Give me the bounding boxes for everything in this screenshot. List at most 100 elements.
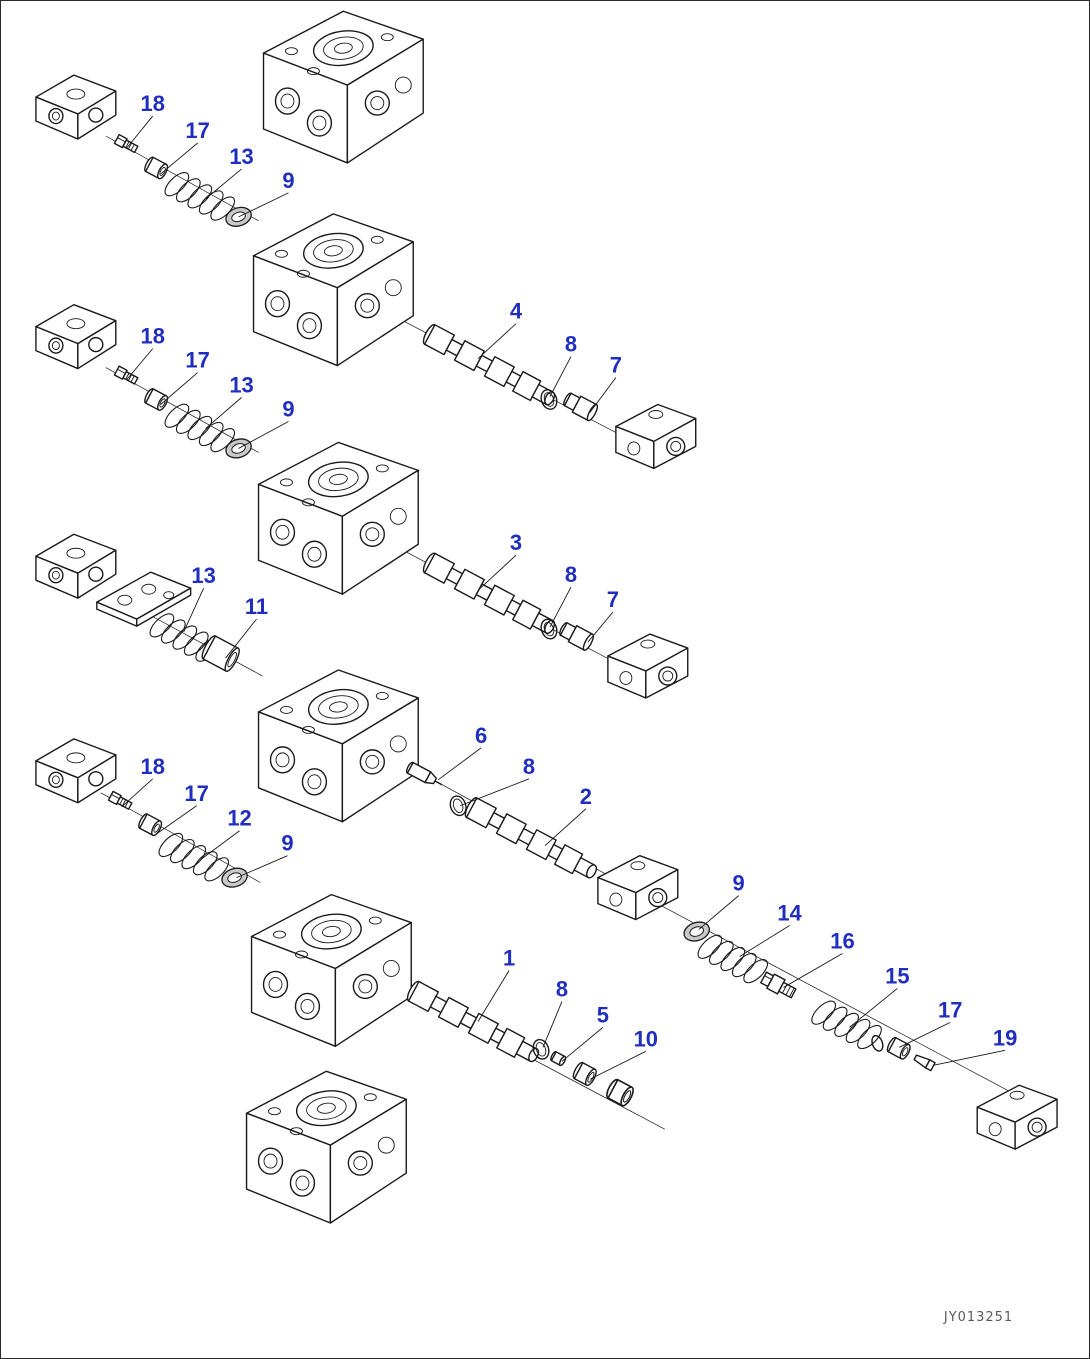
leader-line-10-26 [589,1050,647,1080]
end-cover-block-4 [976,1084,1058,1150]
leader-line-3-11 [477,554,517,591]
callout-leader-lines [121,115,1006,1080]
pilot-valve-6 [404,760,446,791]
callout-18-7: 18 [141,324,165,349]
leader-line-2-22 [544,808,587,847]
leader-line-11-15 [225,618,257,659]
callout-19-32: 19 [993,1025,1017,1050]
leader-line-9-10 [238,421,289,449]
plug-7b [556,619,596,653]
end-cover-block-2 [607,633,689,699]
left-manifold-blocks [35,74,192,804]
callout-18-16: 18 [141,754,165,779]
callout-3-11: 3 [510,530,522,555]
spool-3 [420,550,559,640]
valve-block-section-5 [250,893,412,1048]
callout-17-1: 17 [185,118,209,143]
plug-7a [560,389,600,423]
callout-13-2: 13 [229,144,253,169]
leader-line-17-1 [160,142,198,175]
callout-6-20: 6 [475,723,487,748]
leader-line-1-23 [477,970,510,1022]
callout-8-21: 8 [523,754,535,779]
leader-line-8-5 [549,356,572,397]
callout-10-26: 10 [634,1026,658,1051]
callout-7-6: 7 [610,353,622,378]
callout-9-27: 9 [733,871,745,896]
washer-15 [869,1033,886,1054]
end-cover-block-1 [615,403,697,470]
callout-1-23: 1 [503,945,515,970]
leader-line-8-21 [459,778,530,807]
leader-line-19-32 [933,1049,1006,1066]
leader-line-9-19 [236,855,288,879]
callout-2-22: 2 [580,784,592,809]
spool-row-1 [404,979,637,1109]
leader-line-9-3 [238,192,289,218]
valve-block-section-6 [245,1070,407,1224]
callout-8-24: 8 [556,976,568,1001]
leader-line-17-17 [156,805,197,835]
leader-line-4-4 [477,323,517,359]
callout-4-4: 4 [510,299,523,324]
drawing-number: JY013251 [943,1310,1013,1325]
callout-8-12: 8 [565,562,577,587]
callout-9-3: 9 [282,168,294,193]
spool-1 [404,979,544,1068]
end-cover-block-3 [597,854,679,921]
leader-line-12-18 [200,830,240,861]
leader-line-5-25 [561,1027,604,1062]
pin-19 [912,1052,936,1072]
left-manifold-block-1 [35,74,117,140]
valve-block-section-1 [262,10,424,164]
callout-14-28: 14 [777,901,802,926]
cap-10b [603,1077,637,1109]
callout-16-29: 16 [830,929,854,954]
callout-13-14: 13 [191,563,215,588]
callout-12-18: 12 [227,806,251,831]
spring-bushing-group-c [143,605,243,674]
valve-block-section-3 [257,441,419,595]
callout-9-19: 9 [281,831,293,856]
leader-line-15-30 [849,988,898,1028]
callout-17-31: 17 [938,997,962,1022]
relief-valve-chain [680,918,936,1072]
leader-line-17-8 [160,372,198,405]
gasket-plate [96,571,192,627]
valve-block-section-4 [257,669,419,823]
spool-4 [420,322,559,411]
leader-line-17-31 [899,1021,951,1048]
left-manifold-block-3 [35,533,117,599]
callout-8-5: 8 [565,332,577,357]
callout-13-9: 13 [229,373,253,398]
callout-5-25: 5 [597,1002,609,1027]
leader-line-13-9 [205,397,242,429]
leader-line-13-2 [205,168,242,200]
callout-7-13: 7 [607,587,619,612]
leader-line-8-12 [549,586,572,628]
valve-body-sections [245,10,424,1224]
left-manifold-block-4 [35,738,117,804]
spool-2 [462,795,601,884]
leader-line-7-6 [589,377,617,413]
cap-17r [884,1035,913,1062]
leader-line-6-20 [437,747,482,781]
callout-11-15: 11 [245,594,268,619]
plug-5 [548,1050,568,1067]
leader-line-16-29 [783,953,843,988]
spring-15 [805,992,888,1058]
leader-line-18-16 [121,778,154,808]
leader-line-8-24 [542,1001,563,1048]
leader-line-18-7 [126,348,154,380]
callout-labels: 1817139487181713938713111817129682185109… [141,91,1018,1051]
leader-line-13-14 [183,587,205,633]
callout-9-10: 9 [282,396,294,421]
callout-17-8: 17 [185,348,209,373]
right-end-cover-blocks [597,403,1058,1150]
callout-18-0: 18 [141,91,165,116]
left-manifold-block-2 [35,303,117,370]
callout-15-30: 15 [885,963,909,988]
leader-line-18-0 [126,115,154,149]
